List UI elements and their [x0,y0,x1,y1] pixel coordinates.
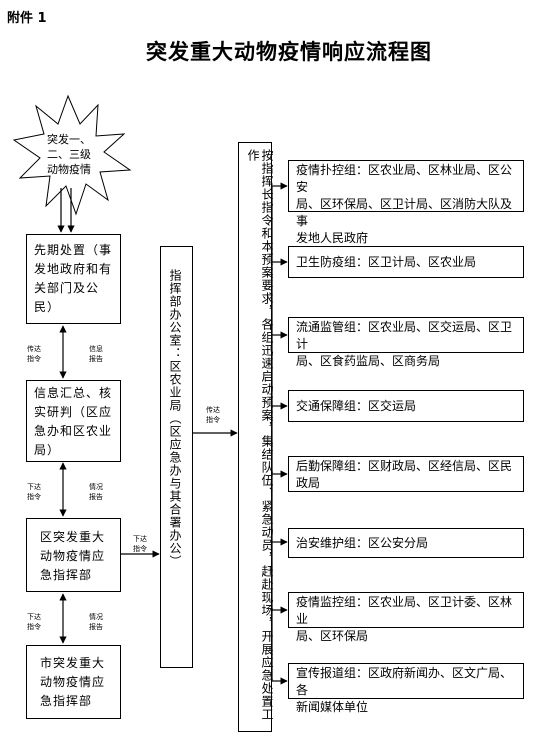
label-part: 指令 [206,416,220,424]
box-line: 先期处置（事 [34,243,113,257]
box-line: 发地政府和有 [34,262,113,276]
box-line: 民） [34,300,61,314]
box-line: 实研判（区应 [34,405,113,419]
group-line: 宣传报道组：区政府新闻办、区文广局、各 [296,666,513,697]
arrow-label-issue-command: 下达 指令 [128,534,152,554]
group-line: 治安维护组：区公安分局 [296,536,429,550]
attachment-label: 附件 1 [7,11,47,26]
group-box-sanitation: 卫生防疫组：区卫计局、区农业局 [288,246,524,278]
box-line: 急指挥部 [40,694,93,708]
initial-response-box: 先期处置（事 发地政府和有 关部门及公 民） [26,234,121,324]
label-part: 指令 [27,493,41,501]
label-part: 报告 [89,493,103,501]
label-part: 下达 [27,613,41,621]
district-hq-box: 区突发重大 动物疫情应 急指挥部 [26,518,121,592]
star-line-2: 二、三级 [47,148,91,161]
burst-star-text: 突发一、 二、三级 动物疫情 [38,132,100,177]
label-part: 指令 [27,623,41,631]
group-box-traffic: 交通保障组：区交运局 [288,390,524,422]
star-line-3: 动物疫情 [47,163,91,176]
box-line: 局） [34,443,61,457]
arrow-label-situation-report: 情况 报告 [84,612,108,632]
box-line: 信息汇总、核 [34,386,113,400]
group-line: 新闻媒体单位 [296,700,369,714]
group-line: 后勤保障组：区财政局、区经信局、区民 [296,459,513,473]
label-part: 下达 [27,483,41,491]
command-directive-text: 按指挥长指令和本预案要求，各组迅速启动预案，集结队伍、紧急动员，赶赴现场，开展应… [246,149,274,721]
group-line: 局、区环保局 [296,629,369,643]
command-directive-box: 按指挥长指令和本预案要求，各组迅速启动预案，集结队伍、紧急动员，赶赴现场，开展应… [238,142,274,732]
arrow-label-issue-command: 下达 指令 [22,612,46,632]
label-part: 情况 [89,613,103,621]
box-line: 市突发重大 [40,656,106,670]
arrow-label-pass-command: 传达 指令 [201,405,225,425]
arrow-label-info-report: 信息 报告 [84,344,108,364]
label-part: 指令 [133,545,147,553]
group-line: 疫情扑控组：区农业局、区林业局、区公安 [296,163,513,194]
label-part: 报告 [89,623,103,631]
group-box-monitoring: 疫情监控组：区农业局、区卫计委、区林业 局、区环保局 [288,592,524,643]
arrow-label-pass-command: 传达 指令 [22,344,46,364]
label-part: 传达 [27,345,41,353]
label-part: 报告 [89,355,103,363]
box-line: 急指挥部 [40,568,93,582]
group-box-logistics: 后勤保障组：区财政局、区经信局、区民 政局 [288,456,524,492]
group-line: 局、区环保局、区卫计局、区消防大队及事 [296,197,513,228]
group-line: 政局 [296,476,321,490]
page-title: 突发重大动物疫情响应流程图 [146,40,432,64]
group-line: 卫生防疫组：区卫计局、区农业局 [296,255,477,269]
group-box-public-security: 治安维护组：区公安分局 [288,528,524,558]
box-line: 动物疫情应 [40,675,106,689]
label-part: 指令 [27,355,41,363]
group-line: 发地人民政府 [296,231,369,245]
group-box-publicity: 宣传报道组：区政府新闻办、区文广局、各 新闻媒体单位 [288,663,524,714]
box-line: 区突发重大 [40,530,106,544]
city-hq-box: 市突发重大 动物疫情应 急指挥部 [26,645,121,719]
box-line: 关部门及公 [34,281,100,295]
group-line: 流通监管组：区农业局、区交运局、区卫计 [296,320,513,351]
label-part: 信息 [89,345,103,353]
group-line: 局、区食药监局、区商务局 [296,354,441,368]
group-box-circulation: 流通监管组：区农业局、区交运局、区卫计 局、区食药监局、区商务局 [288,317,524,368]
command-office-box: 指挥部办公室：区农业局（区应急办与其合署办公） [160,246,193,668]
box-line: 急办和区农业 [34,424,113,438]
arrow-label-situation-report: 情况 报告 [84,482,108,502]
command-office-text: 指挥部办公室：区农业局（区应急办与其合署办公） [168,269,182,568]
group-line: 疫情监控组：区农业局、区卫计委、区林业 [296,595,513,626]
star-line-1: 突发一、 [47,133,91,146]
label-part: 传达 [206,406,220,414]
label-part: 情况 [89,483,103,491]
group-line: 交通保障组：区交运局 [296,399,417,413]
group-box-outbreak-control: 疫情扑控组：区农业局、区林业局、区公安 局、区环保局、区卫计局、区消防大队及事 … [288,160,524,245]
label-part: 下达 [133,535,147,543]
box-line: 动物疫情应 [40,549,106,563]
info-assessment-box: 信息汇总、核 实研判（区应 急办和区农业 局） [26,380,121,462]
burst-star-shape [12,94,132,216]
arrow-label-issue-command: 下达 指令 [22,482,46,502]
